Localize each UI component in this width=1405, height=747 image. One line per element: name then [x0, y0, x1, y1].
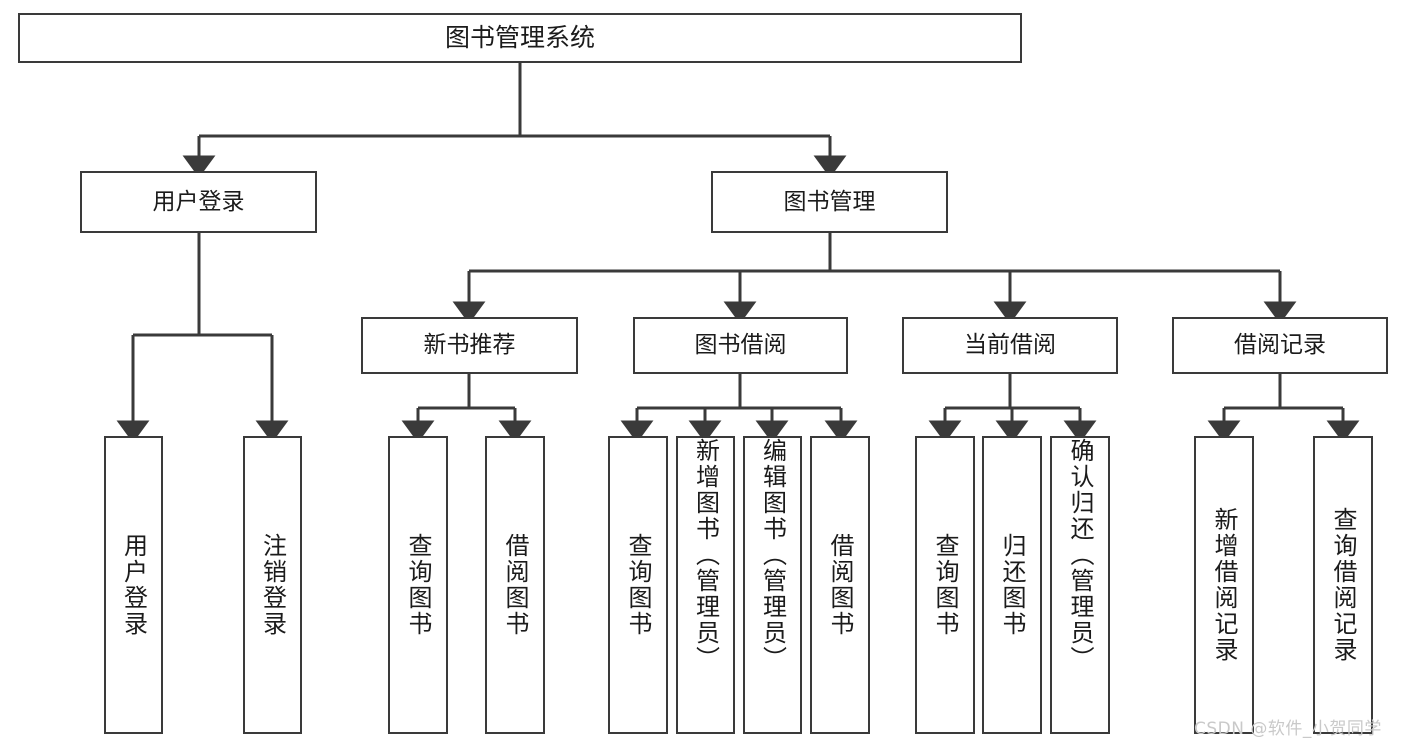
- leaf-borrow-borrow-book[interactable]: 借阅图书: [810, 436, 870, 734]
- leaf-recommend-query-book[interactable]: 查询图书: [388, 436, 448, 734]
- leaf-borrow-query-book[interactable]: 查询图书: [608, 436, 668, 734]
- leaf-user-login-logout[interactable]: 注销登录: [243, 436, 302, 734]
- leaf-borrow-edit-book-admin[interactable]: 编辑图书（管理员）: [743, 436, 802, 734]
- leaf-current-confirm-return-admin[interactable]: 确认归还（管理员）: [1050, 436, 1110, 734]
- node-label: 查询图书: [404, 533, 432, 637]
- node-label: 当前借阅: [964, 332, 1056, 359]
- node-label: 查询借阅记录: [1329, 507, 1357, 663]
- leaf-user-login-login[interactable]: 用户登录: [104, 436, 163, 734]
- node-label: 借阅记录: [1234, 332, 1326, 359]
- node-current-borrow[interactable]: 当前借阅: [902, 317, 1118, 374]
- node-label: 归还图书: [998, 533, 1026, 637]
- leaf-record-add-record[interactable]: 新增借阅记录: [1194, 436, 1254, 734]
- node-borrow-record[interactable]: 借阅记录: [1172, 317, 1388, 374]
- node-label: 新增借阅记录: [1210, 507, 1238, 663]
- node-new-book-recommend[interactable]: 新书推荐: [361, 317, 578, 374]
- leaf-current-query-book[interactable]: 查询图书: [915, 436, 975, 734]
- node-label: 图书管理系统: [444, 22, 595, 52]
- node-root-system[interactable]: 图书管理系统: [18, 13, 1022, 63]
- node-label: 图书借阅: [694, 332, 787, 359]
- node-label: 用户登录: [152, 188, 245, 215]
- node-label: 新书推荐: [423, 332, 516, 359]
- leaf-borrow-add-book-admin[interactable]: 新增图书（管理员）: [676, 436, 735, 734]
- node-user-login[interactable]: 用户登录: [80, 171, 317, 233]
- node-label: 图书管理: [783, 188, 876, 215]
- node-label: 借阅图书: [826, 533, 854, 637]
- node-label: 编辑图书（管理员）: [758, 438, 787, 672]
- csdn-watermark: CSDN @软件_小贺同学: [1194, 719, 1382, 739]
- leaf-current-return-book[interactable]: 归还图书: [982, 436, 1042, 734]
- node-label: 查询图书: [624, 533, 652, 637]
- node-label: 注销登录: [258, 533, 287, 637]
- node-label: 确认归还（管理员）: [1066, 438, 1094, 672]
- node-label: 用户登录: [119, 533, 148, 637]
- leaf-recommend-borrow-book[interactable]: 借阅图书: [485, 436, 545, 734]
- leaf-record-query-record[interactable]: 查询借阅记录: [1313, 436, 1373, 734]
- node-book-borrow[interactable]: 图书借阅: [633, 317, 848, 374]
- node-book-management[interactable]: 图书管理: [711, 171, 948, 233]
- node-label: 借阅图书: [501, 533, 529, 637]
- node-label: 新增图书（管理员）: [691, 438, 720, 672]
- node-label: 查询图书: [931, 533, 959, 637]
